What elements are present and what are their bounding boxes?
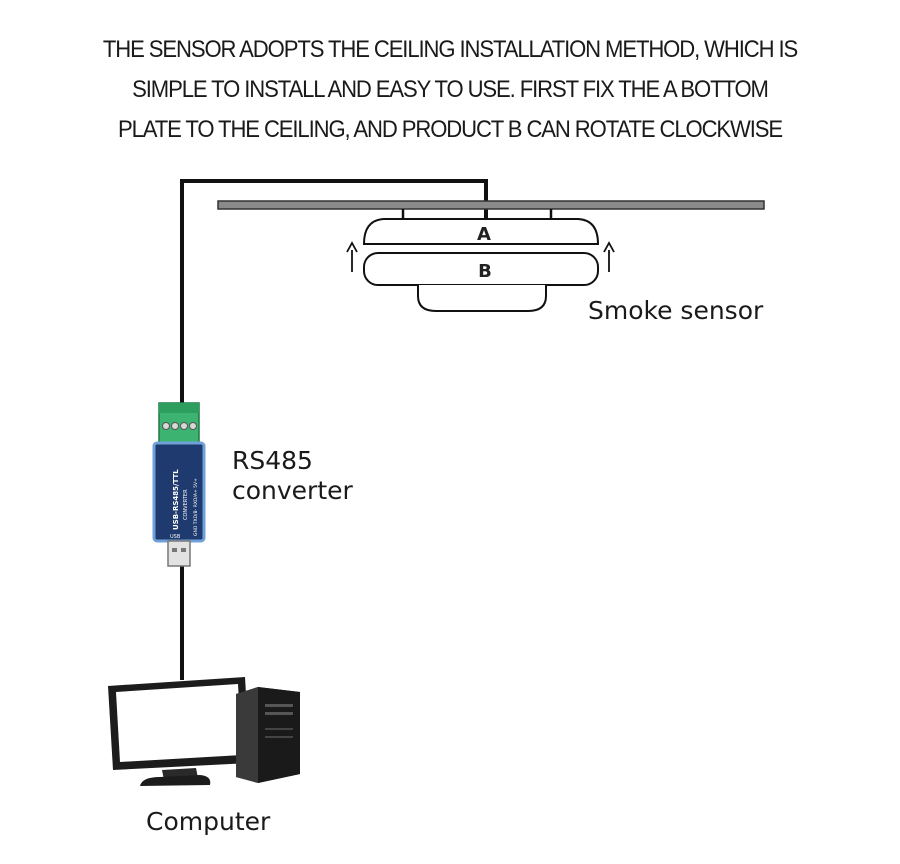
sensor-part-a-label: A [477,224,491,245]
ceiling-plate [217,200,765,210]
smoke-sensor-label: Smoke sensor [588,296,764,325]
converter-sub-text: CONVERTER [183,489,189,520]
title-line-1: THE SENSOR ADOPTS THE CEILING INSTALLATI… [102,36,798,63]
arrow-up-right-icon [603,241,615,272]
rs485-converter-device: USB-RS485/TTL CONVERTER GND TXD/B- RXD/A… [152,402,206,567]
title-line-3: PLATE TO THE CEILING, AND PRODUCT B CAN … [117,116,783,143]
converter-usb-text: USB [170,534,181,540]
sensor-dome [417,285,547,312]
converter-main-text: USB-RS485/TTL [172,469,180,530]
rs485-label-line1: RS485 [232,446,313,475]
usb-plug [167,540,191,567]
sensor-part-b-label: B [478,261,492,282]
rs485-converter-label: RS485 converter [232,446,353,506]
converter-pin-text: GND TXD/B- RXD/A+ 5V+ [193,478,199,536]
computer-illustration [108,677,300,786]
arrow-up-left-icon [346,241,358,272]
sensor-part-a [362,218,600,245]
instruction-title: THE SENSOR ADOPTS THE CEILING INSTALLATI… [20,30,880,150]
title-line-2: SIMPLE TO INSTALL AND EASY TO USE. FIRST… [132,76,769,103]
computer-label: Computer [146,807,271,836]
rs485-label-line2: converter [232,476,353,505]
monitor-icon [108,677,250,786]
pc-tower-icon [236,687,300,783]
